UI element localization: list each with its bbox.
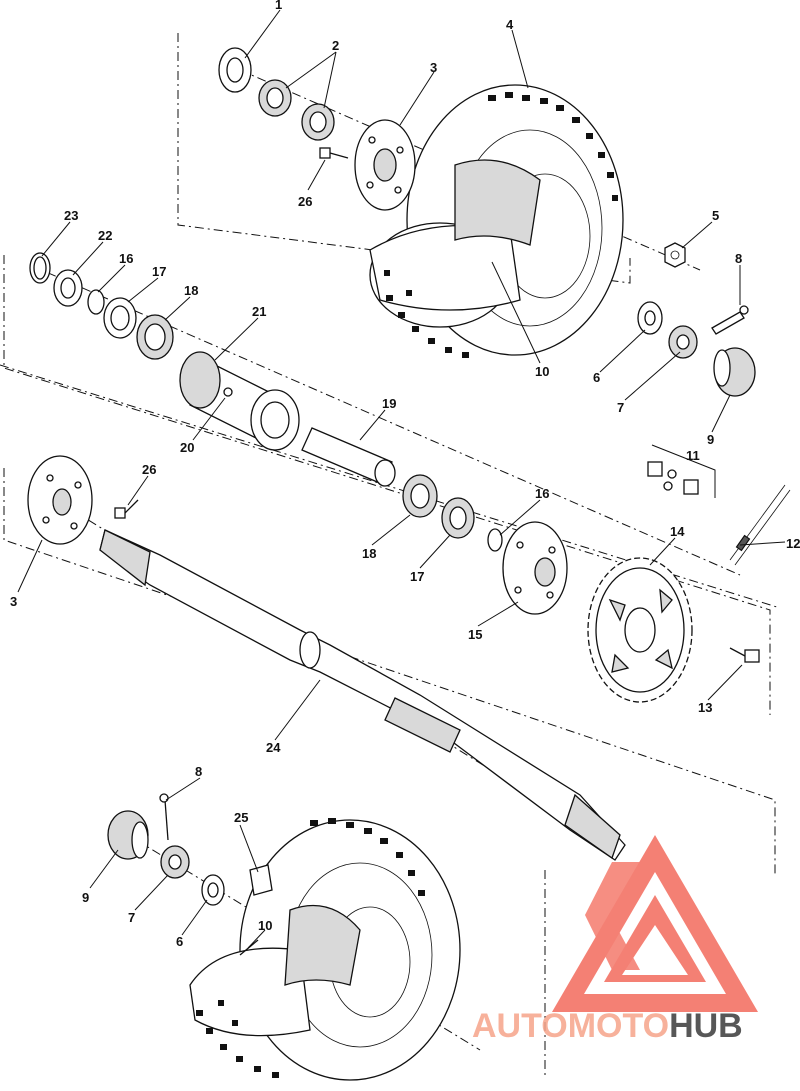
castle-nuts-2 [258,79,335,141]
callout-26: 26 [142,462,156,477]
watermark-text-light: AUTOMOTO [472,1007,669,1045]
bearing-18-lower [402,474,438,518]
callout-4: 4 [506,17,514,32]
bolt-26-upper [319,147,349,159]
callout-26: 26 [298,194,312,209]
leader-lines [17,9,786,949]
callout-2: 2 [332,38,339,53]
rear-axle-24 [99,529,626,861]
cotter-pin-8-lower [159,793,169,841]
lower-tire [189,818,461,1081]
sprocket-hub-15 [502,521,568,615]
cap-9-upper [713,347,756,397]
callout-9: 9 [82,890,89,905]
callout-5: 5 [712,208,719,223]
spacer-22 [53,269,83,307]
o-ring-16-lower [487,528,503,552]
callout-6: 6 [176,934,183,949]
cap-9-lower [107,810,149,860]
bearing-18-upper [136,314,174,360]
callout-3: 3 [430,60,437,75]
callout-1: 1 [275,0,282,12]
bolt-26-lower [114,499,139,519]
callout-12: 12 [786,536,800,551]
hub-3-lower [27,455,93,545]
sleeve-19 [301,427,396,487]
callout-10: 10 [535,364,549,379]
callout-16: 16 [119,251,133,266]
upper-tire [369,84,624,358]
callout-8: 8 [735,251,742,266]
nut-5 [664,242,686,268]
seal-17-lower [441,497,475,539]
callout-7: 7 [128,910,135,925]
bearing-carrier-21 [179,351,300,451]
hub-3-upper [354,119,416,211]
callout-15: 15 [468,627,482,642]
callout-8: 8 [195,764,202,779]
callout-25: 25 [234,810,248,825]
callout-10: 10 [258,918,272,933]
callout-23: 23 [64,208,78,223]
callout-24: 24 [266,740,281,755]
callout-9: 9 [707,432,714,447]
callout-11: 11 [686,448,700,463]
svg-text:AUTOMOTOHUB: AUTOMOTOHUB [472,1007,743,1045]
watermark-text-dark: HUB [669,1007,743,1045]
callout-20: 20 [180,440,194,455]
sprocket-14 [587,557,693,703]
callout-17: 17 [152,264,166,279]
castle-nut-7-lower [160,845,190,879]
watermark-logo: AUTOMOTOHUB [472,835,758,1045]
callout-18: 18 [362,546,376,561]
callout-labels: 1 2 3 4 5 26 23 22 16 17 18 21 8 10 6 7 … [10,0,800,949]
callout-18: 18 [184,283,198,298]
callout-14: 14 [670,524,685,539]
spacer-25 [249,864,273,896]
callout-6: 6 [593,370,600,385]
chain-12 [729,484,791,566]
callout-22: 22 [98,228,112,243]
seal-17-upper [103,297,137,339]
callout-3: 3 [10,594,17,609]
washer-6-lower [201,874,225,906]
callout-17: 17 [410,569,424,584]
callout-13: 13 [698,700,712,715]
washer-6-upper [637,301,663,335]
o-ring-16-upper [87,289,105,315]
cotter-pin-8-upper [711,305,749,335]
lock-plate-11 [647,444,716,498]
snap-ring-23 [29,252,51,284]
callout-21: 21 [252,304,266,319]
bolt-13 [729,647,760,663]
callout-7: 7 [617,400,624,415]
castle-nut-7-upper [668,325,698,359]
callout-16: 16 [535,486,549,501]
callout-19: 19 [382,396,396,411]
washer-1 [218,47,252,93]
